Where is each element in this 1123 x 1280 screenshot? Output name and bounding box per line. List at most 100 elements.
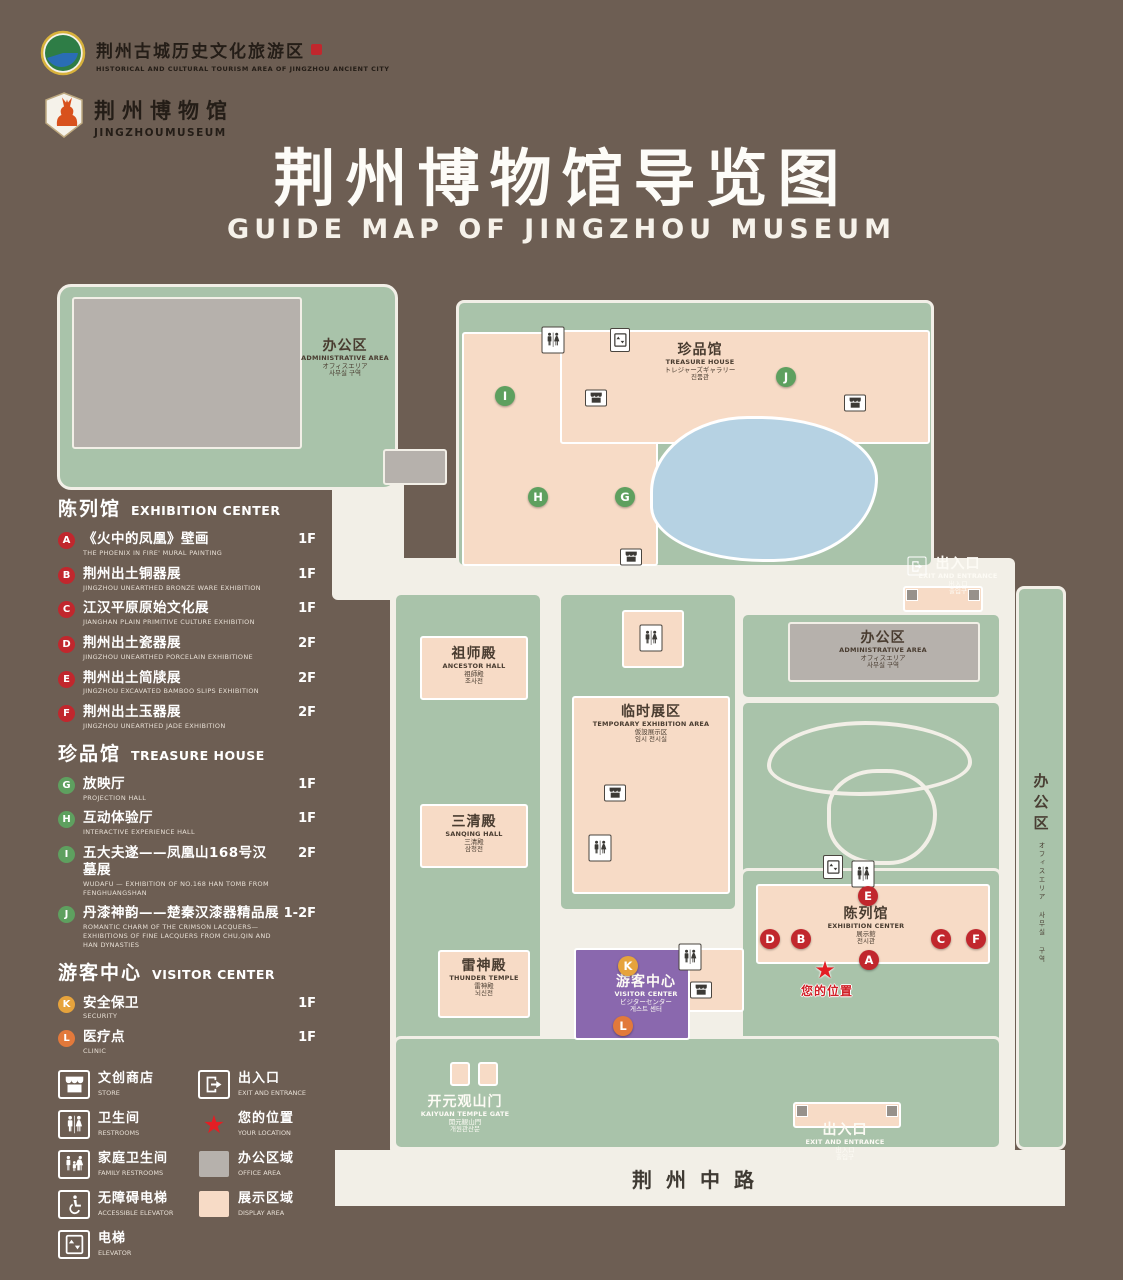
gate-pillar [478,1062,498,1086]
zone-office-strip: 办公区 オフィスエリア 사무실 구역 [1016,586,1066,1150]
legend-item-floor: 2F [298,635,316,651]
legend-symbol-en: OFFICE AREA [238,1168,281,1177]
building-restroom-central [622,610,684,668]
legend-symbol-cn: 出入口 [238,1071,281,1087]
legend-letter-badge: J [58,906,75,924]
office-strip-label-sub: オフィスエリア 사무실 구역 [1037,841,1045,964]
legend-item-list: G 放映厅 PROJECTION HALL 1F H 互动体验厅 INTERAC… [58,776,316,950]
star-icon: ★ [202,1109,226,1139]
legend-item-cn: 荆州出土铜器展 [83,565,181,582]
legend-item-cn: 五大夫遂——凤凰山168号汉墓展 [83,845,267,878]
legend-symbol-elevator: 电梯 ELEVATOR [58,1229,198,1259]
restroom-icon [639,624,663,652]
legend-item: H 互动体验厅 INTERACTIVE EXPERIENCE HALL 1F [58,810,316,837]
store-icon [604,784,626,802]
map-label-cn: 办公区 [322,338,368,354]
map-label-kr: 사무실 구역 [329,369,361,378]
map-label-cn: 陈列馆 [843,906,889,922]
map-label-en: VISITOR CENTER [614,989,678,998]
legend-item-cn: 医疗点 [83,1029,125,1046]
museum-logo-subtitle: JINGZHOUMUSEUM [94,127,227,139]
legend-section-title-cn: 珍品馆 [58,742,122,765]
your-location-star-icon: ★ [814,956,836,984]
legend-symbol-store: 文创商店 STORE [58,1069,198,1099]
legend-item: A 《火中的凤凰》壁画 THE PHOENIX IN FIRE' MURAL P… [58,531,316,558]
legend-letter-badge: B [58,566,75,584]
road-label: 荆州中路 [632,1167,768,1192]
map-label-kr: 임시 전시실 [635,735,667,744]
legend-letter-badge: F [58,705,75,723]
legend-letter-badge: C [58,601,75,619]
map-label-en: EXHIBITION CENTER [827,921,905,930]
tourism-logo-subtitle: HISTORICAL AND CULTURAL TOURISM AREA OF … [96,65,390,73]
legend-section-title-en: VISITOR CENTER [152,966,275,982]
building-sanqing-hall [420,804,528,868]
legend-section-title-en: TREASURE HOUSE [131,747,265,763]
office-strip-label: 办公区 オフィスエリア 사무실 구역 [1019,589,1063,1147]
entrance-north-pillar [906,589,918,601]
building-office-east [788,622,980,682]
map-marker-G: G [615,487,635,507]
legend-item-en: JINGZHOU UNEARTHED BRONZE WARE EXHIBITIO… [83,583,261,592]
map-label-cn: 办公区 [860,630,906,646]
map-label-office-area-northwest: 办公区 ADMINISTRATIVE AREA オフィスエリア 사무실 구역 [301,338,389,378]
legend-item-en: ROMANTIC CHARM OF THE CRIMSON LACQUERS—E… [83,923,271,949]
legend-symbol-cn: 无障碍电梯 [98,1191,169,1207]
building-office-annex [383,449,447,485]
map-label-en: TREASURE HOUSE [665,357,735,366]
tourism-logo-title-text: 荆州古城历史文化旅游区 [96,42,305,62]
exit-icon [907,556,927,576]
legend-item-cn: 安全保卫 [83,994,139,1011]
legend-item: C 江汉平原原始文化展 JIANGHAN PLAIN PRIMITIVE CUL… [58,600,316,627]
legend-item-cn: 江汉平原原始文化展 [83,600,209,617]
legend-item-cn: 丹漆神韵——楚秦汉漆器精品展 [83,905,279,922]
legend-item-floor: 2F [298,705,316,721]
map-label-cn: 珍品馆 [677,342,723,358]
legend-item-en: JIANGHAN PLAIN PRIMITIVE CULTURE EXHIBIT… [83,618,255,627]
map-marker-A: A [859,950,879,970]
map-label-kr: 삼청전 [465,845,483,854]
legend-symbol-cn: 展示区域 [238,1191,295,1207]
map-label-kr: 조사전 [465,677,483,686]
tourism-logo: 荆州古城历史文化旅游区 HISTORICAL AND CULTURAL TOUR… [40,30,390,80]
building-entrance-south [793,1102,901,1128]
legend-letter-badge: H [58,811,75,829]
pond [650,416,878,562]
legend-letter-badge: I [58,846,75,864]
legend-item-en: JINGZHOU UNEARTHED JADE EXHIBITION [83,722,226,731]
map-label-kr: 출입구 [949,587,967,596]
map-marker-H: H [528,487,548,507]
map-label-en: ADMINISTRATIVE AREA [839,645,927,654]
legend-item-cn: 《火中的凤凰》壁画 [83,531,209,547]
legend-letter-badge: A [58,532,75,549]
restroom-icon [58,1109,90,1139]
legend-item: D 荆州出土瓷器展 JINGZHOU UNEARTHED PORCELAIN E… [58,635,316,662]
map-label-en: KAIYUAN TEMPLE GATE [420,1109,510,1118]
map-label-jp: 出入口 [948,579,968,588]
map-marker-E: E [858,886,878,906]
tourism-emblem-icon [40,30,86,80]
map-marker-letter: H [533,490,543,504]
legend-symbol-cn: 文创商店 [98,1071,155,1087]
building-thunder-temple [438,950,530,1018]
map-marker-letter: A [864,953,874,967]
legend-symbol-star: ★ 您的位置 YOUR LOCATION [198,1110,316,1139]
map-marker-letter: E [864,889,872,903]
map-marker-C: C [931,929,951,949]
map-marker-letter: F [972,932,980,946]
your-location-label: 您的位置 [800,984,854,998]
map-marker-letter: L [619,1019,627,1033]
gate-pillar [450,1062,470,1086]
garden-path [827,769,937,865]
road-jingzhou-middle: 荆州中路 [335,1150,1065,1206]
legend-letter-badge: E [58,670,75,688]
legend-section-title-cn: 陈列馆 [58,498,122,520]
map-marker-letter: I [502,389,508,403]
entrance-south-pillar [796,1105,808,1117]
legend-item-cn: 荆州出土简牍展 [83,669,181,686]
map-label-kr: 출입구 [836,1153,854,1162]
legend-symbol-cn: 您的位置 [238,1111,295,1127]
exit-icon [198,1069,230,1099]
map-label-entrance-south: 出入口 EXIT AND ENTRANCE 出入口 출입구 [805,1122,884,1162]
legend-item: J 丹漆神韵——楚秦汉漆器精品展 ROMANTIC CHARM OF THE C… [58,905,316,949]
